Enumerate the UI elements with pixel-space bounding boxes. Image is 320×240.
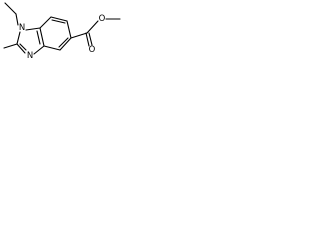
- bond-c5-c4-inner: [58, 37, 69, 48]
- bond-n1-c7a: [25, 27, 41, 31]
- bond-c7a-c3a-inner: [36, 30, 41, 45]
- bond-n1-c2: [16, 31, 21, 45]
- bond-carbonyl-o-double-b: [88, 32, 93, 46]
- ethyl-bond-ch2-n1: [15, 13, 19, 26]
- atom-label-carbonyl-oxygen: O: [89, 45, 96, 55]
- bond-c7a-c3a: [39, 27, 45, 47]
- bond-c7-c6-inner: [51, 19, 66, 24]
- atom-labels: N N O O: [19, 14, 106, 61]
- bond-c5-c4: [59, 37, 72, 51]
- ethyl-bond-ch3-ch2: [4, 2, 17, 15]
- bond-carbonyl-o-double-a: [85, 32, 90, 47]
- atom-label-n1: N: [19, 23, 25, 33]
- atom-label-n3: N: [27, 51, 33, 61]
- methyl-bond: [3, 43, 18, 49]
- bond-c6-c5: [66, 20, 72, 39]
- bond-c7a-c7: [39, 16, 52, 29]
- bond-c7-c6: [50, 16, 68, 22]
- atom-label-ester-oxygen: O: [99, 14, 106, 24]
- bond-lines: [3, 2, 121, 55]
- chemical-structure: N N O O: [3, 2, 121, 61]
- bond-c5-carbonyl: [70, 32, 88, 39]
- bond-carbonyl-o-single: [86, 20, 99, 34]
- bond-c2-n3-inner: [19, 43, 27, 51]
- bond-c2-n3: [16, 43, 26, 54]
- bond-n3-c3a: [33, 45, 45, 55]
- bond-c4-c3a: [43, 45, 61, 51]
